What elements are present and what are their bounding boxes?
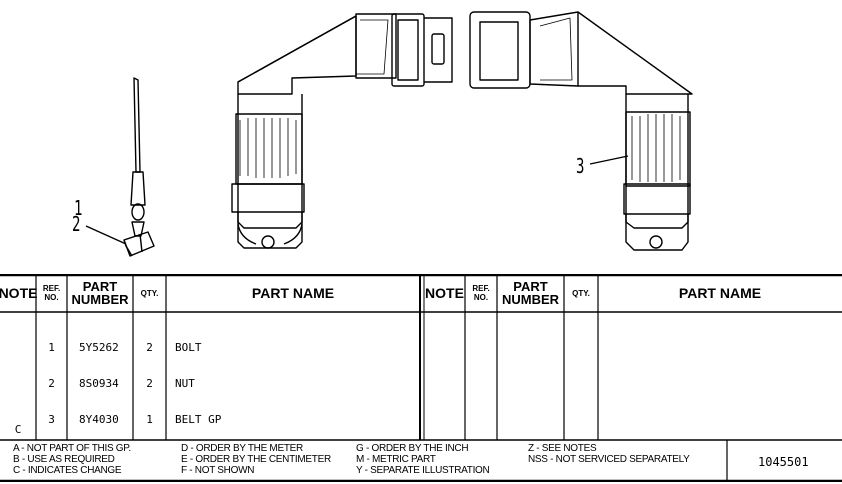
table-row-2-part-number: 8S0934 <box>79 377 119 390</box>
callout-1-leader <box>85 225 127 245</box>
belt-left-half <box>231 13 453 249</box>
column-qty: 2 2 1 <box>133 318 166 438</box>
legend-column-1: A - NOT PART OF THIS GP.B - USE AS REQUI… <box>13 443 131 476</box>
table-row-1-qty: 2 <box>146 341 153 354</box>
header-ref-no: REF.NO. <box>42 284 61 302</box>
parts-illustration <box>85 11 693 257</box>
column-part-name: BOLT NUT BELT GP <box>175 318 221 438</box>
table-row-1-note <box>0 342 36 354</box>
column-note: C <box>0 318 36 448</box>
header-note-right: NOTE <box>425 285 464 301</box>
callout-1: 1 <box>74 196 83 220</box>
table-row-1-part-number: 5Y5262 <box>79 341 119 354</box>
table-row-2-ref: 2 <box>48 377 55 390</box>
header-ref-no-right: REF.NO. <box>472 284 490 302</box>
table-row-3-ref: 3 <box>48 413 55 426</box>
column-part-number: 5Y5262 8S0934 8Y4030 <box>79 318 119 438</box>
callout-3: 3 <box>576 154 585 178</box>
table-row-1-ref: 1 <box>48 341 55 354</box>
table-row-3-part-number: 8Y4030 <box>79 413 119 426</box>
belt-right-half <box>469 11 693 251</box>
parts-table-grid <box>0 274 842 482</box>
table-row-2-note <box>0 378 36 390</box>
bolt-nut-drawing <box>123 77 155 257</box>
table-row-3-part-name: BELT GP <box>175 413 222 426</box>
table-row-3-qty: 1 <box>146 413 153 426</box>
reference-number: 1045501 <box>758 455 809 469</box>
header-note: NOTE <box>0 285 38 301</box>
callout-2: 2 <box>72 212 81 236</box>
table-row-1-part-name: BOLT <box>175 341 202 354</box>
table-row-2-part-name: NUT <box>175 377 195 390</box>
callout-3-leader <box>589 155 629 165</box>
table-row-3-note: C <box>14 423 22 436</box>
header-qty-right: QTY. <box>572 288 590 298</box>
table-row-2-qty: 2 <box>146 377 153 390</box>
header-part-name-right: PART NAME <box>678 285 762 301</box>
header-part-name: PART NAME <box>251 285 335 301</box>
header-qty: QTY. <box>140 288 159 298</box>
column-ref: 1 2 3 <box>36 318 67 438</box>
